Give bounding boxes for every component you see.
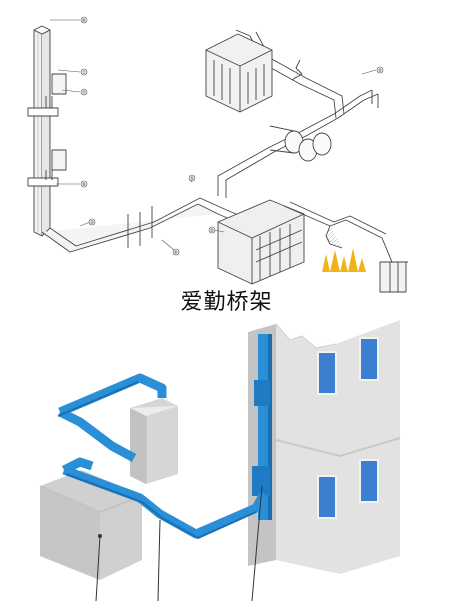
- callout-label: ⑤: [190, 176, 194, 182]
- cable-tray-icon: [57, 373, 167, 462]
- junction-box: [254, 380, 270, 406]
- window: [317, 475, 337, 519]
- callout-label: ①: [82, 70, 87, 76]
- ventilation-duct-icon: [269, 59, 332, 162]
- vertical-riser-tray: [33, 25, 51, 237]
- callout-labels: ⑥ ① ⑦ ⑥ ⑤ ③ ⑥ ⑤ ⑤: [82, 18, 382, 256]
- concrete-block-upper: [130, 398, 178, 484]
- leader-lines: [95, 485, 263, 601]
- callout-label: ⑥: [82, 182, 87, 188]
- flame-icon: [322, 248, 366, 272]
- right-branch-tray: [283, 201, 408, 293]
- cable-tray-icon: [61, 457, 268, 540]
- callout-label: ⑤: [210, 228, 214, 234]
- window: [359, 459, 379, 503]
- callout-label: ⑥: [174, 250, 179, 256]
- rendered-scene: [39, 320, 401, 601]
- diagram-caption: 爱勤桥架: [180, 290, 273, 315]
- callout-markers: [50, 16, 384, 256]
- riser-brackets: [27, 73, 67, 187]
- concrete-block-lower: [39, 470, 143, 580]
- callout-label: ⑥: [82, 18, 87, 24]
- window: [359, 337, 379, 381]
- window: [317, 351, 337, 395]
- junction-box: [252, 466, 270, 496]
- callout-label: ⑤: [378, 68, 382, 74]
- callout-label: ⑦: [82, 90, 87, 96]
- callout-label: ③: [90, 220, 94, 226]
- equipment-cabinet-bottom: [217, 199, 305, 285]
- vertical-cable-tray-blue: [252, 334, 272, 520]
- equipment-cabinet-top: [205, 33, 273, 113]
- lineart-system: [27, 16, 408, 293]
